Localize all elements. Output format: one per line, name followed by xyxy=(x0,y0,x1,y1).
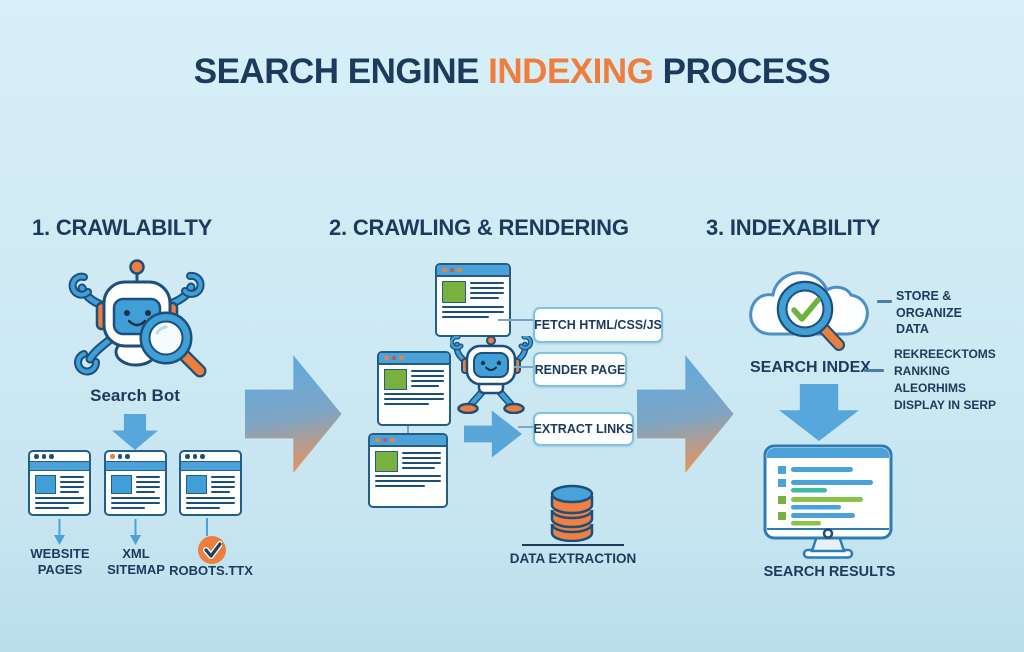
label-line: PAGES xyxy=(37,562,83,577)
browser-window-robots-txt xyxy=(179,450,242,516)
note-line: STORE & ORGANIZE xyxy=(896,289,962,320)
note-dash xyxy=(877,300,892,303)
step-box-extract: EXTRACT LINKS xyxy=(533,412,634,446)
note-line: DATA xyxy=(896,322,929,336)
database-icon xyxy=(550,484,594,542)
search-results-label: SEARCH RESULTS xyxy=(763,564,896,580)
page-title: SEARCH ENGINE INDEXING PROCESS xyxy=(0,52,1024,92)
window-content xyxy=(379,365,449,409)
title-highlight: INDEXING xyxy=(488,52,654,91)
small-arrow-down-icon xyxy=(130,519,141,545)
check-circle-icon xyxy=(198,536,226,564)
window-dots xyxy=(181,452,240,461)
divider-line xyxy=(522,544,624,546)
arrow-right-gradient-icon xyxy=(637,355,734,473)
note-line: RANKING ALEORHIMS xyxy=(894,364,966,395)
window-bar xyxy=(379,353,449,365)
browser-window-render-a xyxy=(377,351,451,426)
item-label-xml-sitemap: XML SITEMAP xyxy=(100,546,172,578)
step-box-render: RENDER PAGE xyxy=(533,352,627,387)
connector-line xyxy=(407,426,409,434)
window-content xyxy=(106,471,165,513)
note-ranking: REKREECKTOMS RANKING ALEORHIMS DISPLAY I… xyxy=(894,346,1018,414)
window-dots xyxy=(106,452,165,461)
window-bar xyxy=(30,461,89,471)
cloud-search-index-icon xyxy=(749,271,869,351)
connector-line xyxy=(518,426,533,428)
connector-line xyxy=(498,319,533,321)
browser-window-xml-sitemap xyxy=(104,450,167,516)
window-content xyxy=(370,447,446,491)
item-label-website-pages: WEBSITE PAGES xyxy=(14,546,106,578)
search-index-label: SEARCH INDEX xyxy=(750,359,871,376)
window-bar xyxy=(370,435,446,447)
small-connector-line xyxy=(206,518,208,536)
label-line: XML xyxy=(122,546,150,561)
arrow-right-gradient-icon xyxy=(245,355,342,473)
search-bot-icon xyxy=(68,259,207,378)
small-arrow-down-icon xyxy=(54,519,65,545)
window-bar xyxy=(106,461,165,471)
search-bot-label: Search Bot xyxy=(90,386,180,405)
window-content xyxy=(181,471,240,513)
note-dash xyxy=(864,369,884,372)
connector-line xyxy=(514,366,533,368)
label-line: SITEMAP xyxy=(107,562,165,577)
title-part-2: PROCESS xyxy=(653,52,831,91)
item-label-robots-txt: ROBOTS.TTX xyxy=(168,563,254,579)
arrow-right-icon xyxy=(464,410,522,458)
note-line: DISPLAY IN SERP xyxy=(894,398,997,412)
window-content xyxy=(437,277,509,322)
title-part-1: SEARCH ENGINE xyxy=(193,52,489,91)
browser-window-render-b xyxy=(368,433,448,508)
arrow-down-icon xyxy=(112,414,158,450)
note-store-organize: STORE & ORGANIZE DATA xyxy=(896,288,1016,338)
window-content xyxy=(30,471,89,513)
database-label: DATA EXTRACTION xyxy=(509,551,637,566)
arrow-down-icon xyxy=(779,384,859,441)
crawler-robot-icon xyxy=(450,336,534,414)
browser-window-fetch xyxy=(435,263,511,337)
window-dots xyxy=(30,452,89,461)
monitor-icon xyxy=(763,444,893,559)
section-2-heading: 2. CRAWLING & RENDERING xyxy=(329,215,629,240)
note-line: REKREECKTOMS xyxy=(894,347,996,361)
window-bar xyxy=(437,265,509,277)
label-line: WEBSITE xyxy=(30,546,90,561)
window-bar xyxy=(181,461,240,471)
label-line: ROBOTS.TTX xyxy=(169,563,253,578)
section-3-heading: 3. INDEXABILITY xyxy=(706,215,881,240)
section-1-heading: 1. CRAWLABILTY xyxy=(32,215,213,240)
browser-window-website-pages xyxy=(28,450,91,516)
step-box-fetch: FETCH HTML/CSS/JS xyxy=(533,307,663,343)
